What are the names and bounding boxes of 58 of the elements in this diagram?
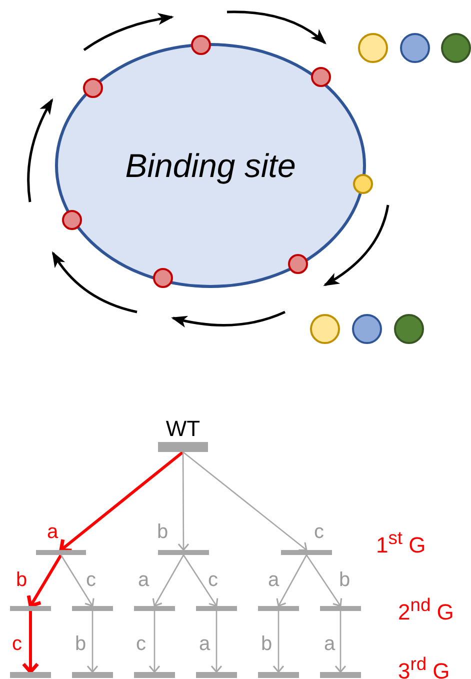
generation-bar [258, 606, 299, 611]
edge-label: b [75, 633, 86, 655]
arrow [272, 611, 284, 673]
arrow [334, 611, 346, 673]
circle-marker [191, 35, 211, 55]
arrow [210, 611, 222, 673]
arrow [60, 554, 94, 607]
circle-marker [352, 314, 382, 344]
generation-bar [72, 606, 113, 611]
circle-marker [358, 33, 388, 63]
node-label: WT [166, 417, 200, 441]
edge-label: b [157, 521, 168, 543]
circle-marker [441, 33, 471, 63]
generation-bar [158, 550, 209, 555]
generation-bar [10, 606, 51, 611]
arrow [182, 452, 308, 551]
edge-label: c [314, 521, 324, 543]
generation-bar [196, 606, 237, 611]
generation-bar [72, 672, 113, 678]
arrow [148, 611, 160, 673]
generation-bar [134, 672, 175, 678]
generation-bar [320, 672, 361, 678]
edge-label: a [199, 633, 210, 655]
edge-label: c [136, 633, 146, 655]
generation-label: 1$^{st}$ G [376, 526, 426, 558]
binding-site-label: Binding site [125, 146, 296, 184]
circle-marker [394, 314, 424, 344]
edge-label: c [12, 633, 22, 655]
edge-label: a [47, 521, 58, 543]
arrow [152, 554, 184, 607]
generation-bar [281, 550, 332, 555]
edge-label: b [16, 569, 28, 591]
generation-bar [196, 672, 237, 678]
generation-label: 3$^{rd}$ G [398, 652, 450, 679]
circle-marker [353, 174, 373, 194]
edge-label: b [339, 569, 350, 591]
generation-bar [320, 606, 361, 611]
edge-label: b [261, 633, 272, 655]
generation-bar [258, 672, 299, 678]
edge-label: a [324, 633, 336, 655]
edge-label: a [138, 569, 150, 591]
arrow [26, 554, 62, 608]
arrow [59, 450, 184, 552]
generation-bar [134, 606, 175, 611]
arrow [86, 611, 98, 673]
generation-label: 2$^{nd}$ G [398, 593, 454, 626]
arrow [306, 554, 342, 607]
circle-marker [310, 314, 340, 344]
generation-bar [36, 550, 86, 555]
circle-marker [400, 33, 430, 63]
arrow [178, 452, 190, 551]
arrow [276, 554, 308, 607]
edge-label: a [268, 569, 280, 591]
generation-bar [10, 672, 51, 678]
edge-label: c [86, 569, 96, 591]
arrow [182, 554, 218, 607]
edge-label: c [208, 569, 218, 591]
arrow [22, 611, 40, 674]
